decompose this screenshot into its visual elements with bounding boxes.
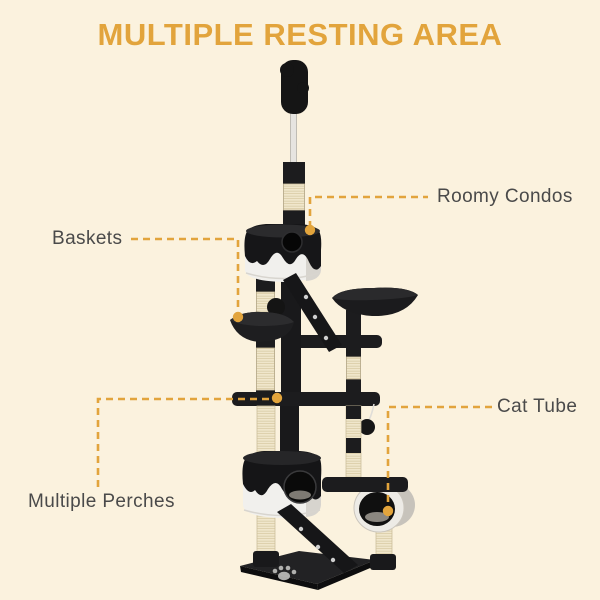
upper-ramp	[283, 273, 342, 352]
top-scratching-post	[283, 162, 305, 232]
callout-line-multiple-perches	[96, 397, 272, 487]
post-feet	[253, 551, 396, 570]
mid-platform	[232, 392, 380, 406]
center-post-upper	[281, 276, 301, 396]
plush-topper	[280, 60, 309, 114]
condo-entrance-hole	[281, 231, 303, 253]
callout-label-baskets: Baskets	[52, 228, 123, 249]
callout-label-cat-tube: Cat Tube	[497, 396, 578, 417]
callout-dots	[232, 224, 394, 517]
callout-dot-cat-tube	[382, 505, 394, 517]
pom-ball-toy	[267, 298, 285, 316]
callout-label-multiple-perches: Multiple Perches	[28, 491, 175, 512]
top-condo	[244, 224, 322, 282]
callout-dot-baskets	[232, 311, 244, 323]
callout-line-baskets	[131, 237, 240, 312]
hanging-ball-toy	[359, 403, 375, 435]
callout-lines	[96, 195, 492, 505]
callout-dot-roomy-condos	[304, 224, 316, 236]
right-post-lower	[345, 405, 362, 482]
callout-line-roomy-condos	[308, 195, 428, 228]
lower-ramp	[277, 504, 358, 573]
right-post-upper	[346, 310, 361, 395]
center-post-lower	[280, 406, 299, 458]
callout-line-cat-tube	[386, 405, 492, 505]
paw-print-icon	[272, 565, 297, 581]
callout-label-roomy-condos: Roomy Condos	[437, 186, 573, 207]
tube-platform	[322, 477, 408, 492]
cat-tube	[353, 483, 415, 533]
lower-condo	[242, 451, 322, 518]
ceiling-rod	[290, 105, 297, 171]
page-title: MULTIPLE RESTING AREA	[97, 17, 503, 52]
basket	[230, 311, 294, 342]
perch-hammock	[332, 287, 418, 317]
callout-dot-multiple-perches	[271, 392, 283, 404]
